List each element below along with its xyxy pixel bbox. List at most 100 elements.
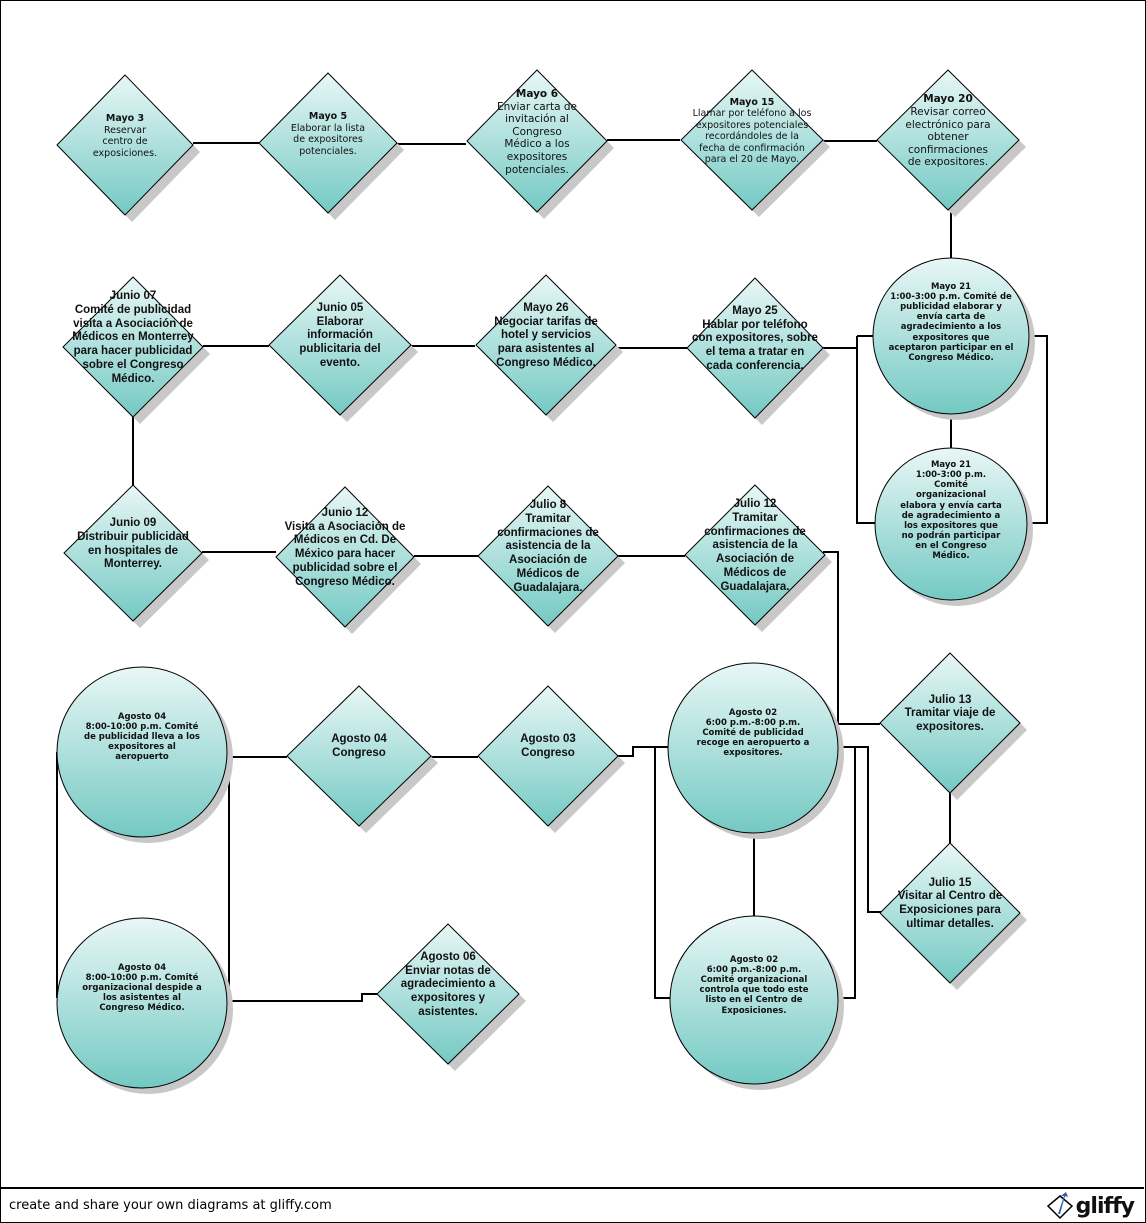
diamond-node[interactable] bbox=[258, 72, 404, 220]
gliffy-logo[interactable]: gliffy bbox=[1046, 1192, 1135, 1220]
diamond-node[interactable] bbox=[477, 685, 625, 833]
node-text-line: Médico a los bbox=[504, 138, 570, 151]
circle-node[interactable] bbox=[872, 257, 1035, 420]
diamond-shape[interactable] bbox=[63, 484, 203, 622]
diamond-shape[interactable] bbox=[466, 69, 608, 213]
diamond-node[interactable] bbox=[686, 277, 830, 425]
node-text-line: Llamar por teléfono a los bbox=[692, 108, 812, 120]
node-text-line: visita a Asociación de bbox=[73, 317, 193, 330]
diamond-shape[interactable] bbox=[477, 685, 619, 827]
node-text-line: México para hacer bbox=[294, 548, 396, 561]
gliffy-logo-text: gliffy bbox=[1075, 1193, 1135, 1219]
node-text-line: Médico. bbox=[111, 372, 155, 385]
diamond-node[interactable] bbox=[879, 842, 1027, 990]
diamond-shape[interactable] bbox=[286, 685, 432, 827]
node-text-line: Hablar por teléfono bbox=[702, 318, 808, 331]
node-text-line: expositores. bbox=[723, 748, 783, 759]
connector-line bbox=[618, 746, 668, 757]
circle-shape[interactable] bbox=[56, 666, 228, 838]
diamond-shape[interactable] bbox=[275, 486, 415, 628]
node-text-line: hotel y servicios bbox=[500, 329, 592, 342]
circle-node[interactable] bbox=[874, 447, 1033, 606]
diamond-shape[interactable] bbox=[268, 274, 412, 416]
diamond-shape[interactable] bbox=[680, 69, 824, 211]
circle-node[interactable] bbox=[56, 917, 233, 1094]
circle-node[interactable] bbox=[669, 915, 844, 1090]
diamond-shape[interactable] bbox=[477, 485, 619, 627]
node-text-line: Negociar tarifas de bbox=[494, 315, 598, 328]
diamond-node[interactable] bbox=[879, 652, 1027, 800]
node-text-line: Monterrey. bbox=[104, 558, 162, 571]
node-date: Mayo 26 bbox=[523, 301, 569, 314]
node-text-line: fecha de confirmación bbox=[699, 142, 805, 154]
node-text-line: en el Congreso bbox=[915, 541, 987, 552]
node-date: Agosto 03 bbox=[520, 733, 576, 746]
diamond-shape[interactable] bbox=[684, 484, 826, 626]
node-text-line: Guadalajara. bbox=[513, 581, 583, 594]
shapes bbox=[56, 69, 1035, 1094]
diagram-canvas bbox=[56, 69, 1048, 1094]
node-text-line: Médicos en Monterrey bbox=[72, 331, 194, 344]
diamond-shape[interactable] bbox=[258, 72, 398, 214]
node-text-line: para el 20 de Mayo. bbox=[704, 154, 800, 166]
diamond-node[interactable] bbox=[876, 69, 1026, 217]
node-date: Agosto 02 bbox=[728, 707, 778, 718]
circle-node[interactable] bbox=[667, 662, 844, 839]
node-text-line: Tramitar bbox=[732, 511, 778, 524]
diamond-node[interactable] bbox=[62, 276, 210, 424]
node-date: Mayo 21 bbox=[930, 459, 972, 470]
diamond-node[interactable] bbox=[286, 685, 438, 833]
diamond-shape[interactable] bbox=[879, 652, 1021, 794]
diamond-node[interactable] bbox=[63, 484, 209, 628]
node-date: Agosto 04 bbox=[117, 962, 167, 973]
diamond-node[interactable] bbox=[376, 923, 526, 1071]
node-text-line: 8:00-10:00 p.m. Comité bbox=[85, 972, 199, 983]
diamond-node[interactable] bbox=[680, 69, 830, 217]
connector-line bbox=[823, 551, 880, 725]
circle-shape[interactable] bbox=[874, 447, 1028, 601]
diamond-node[interactable] bbox=[475, 274, 623, 422]
node-date: Julio 12 bbox=[733, 497, 777, 510]
node-text-line: Exposiciones para bbox=[899, 904, 1001, 917]
node-text-line: Distribuir publicidad bbox=[77, 530, 189, 543]
circle-shape[interactable] bbox=[669, 915, 839, 1085]
diamond-node[interactable] bbox=[268, 274, 418, 422]
node-date: Julio 13 bbox=[928, 693, 972, 706]
node-text-line: invitación al bbox=[505, 113, 569, 126]
diamond-shape[interactable] bbox=[475, 274, 617, 416]
node-text-line: de expositores bbox=[293, 134, 363, 146]
diamond-shape[interactable] bbox=[376, 923, 520, 1065]
circle-shape[interactable] bbox=[872, 257, 1030, 415]
node-text-line: recordándoles de la bbox=[705, 131, 799, 143]
node-date: Mayo 21 bbox=[930, 281, 972, 292]
diamond-shape[interactable] bbox=[62, 276, 204, 418]
footer-text[interactable]: create and share your own diagrams at gl… bbox=[9, 1198, 332, 1213]
diamond-shape[interactable] bbox=[876, 69, 1020, 211]
diamond-node[interactable] bbox=[466, 69, 614, 219]
node-date: Junio 12 bbox=[321, 506, 369, 519]
circle-node[interactable] bbox=[56, 666, 233, 843]
node-text-line: Congreso bbox=[332, 747, 386, 760]
diamond-node[interactable] bbox=[56, 74, 200, 222]
diamond-shape[interactable] bbox=[686, 277, 824, 419]
diamond-shape[interactable] bbox=[56, 74, 194, 216]
node-date: Mayo 15 bbox=[729, 97, 775, 109]
node-text-line: organizacional despide a bbox=[82, 983, 202, 994]
diamond-node[interactable] bbox=[275, 486, 421, 634]
node-text-line: de expositores. bbox=[907, 156, 989, 169]
node-text-line: listo en el Centro de bbox=[705, 995, 803, 1006]
diamond-shape[interactable] bbox=[879, 842, 1021, 984]
node-text-line: evento. bbox=[319, 356, 361, 369]
circle-shape[interactable] bbox=[667, 662, 839, 834]
diamond-node[interactable] bbox=[684, 484, 832, 632]
diamond-node[interactable] bbox=[477, 485, 625, 633]
circle-shape[interactable] bbox=[56, 917, 228, 1089]
